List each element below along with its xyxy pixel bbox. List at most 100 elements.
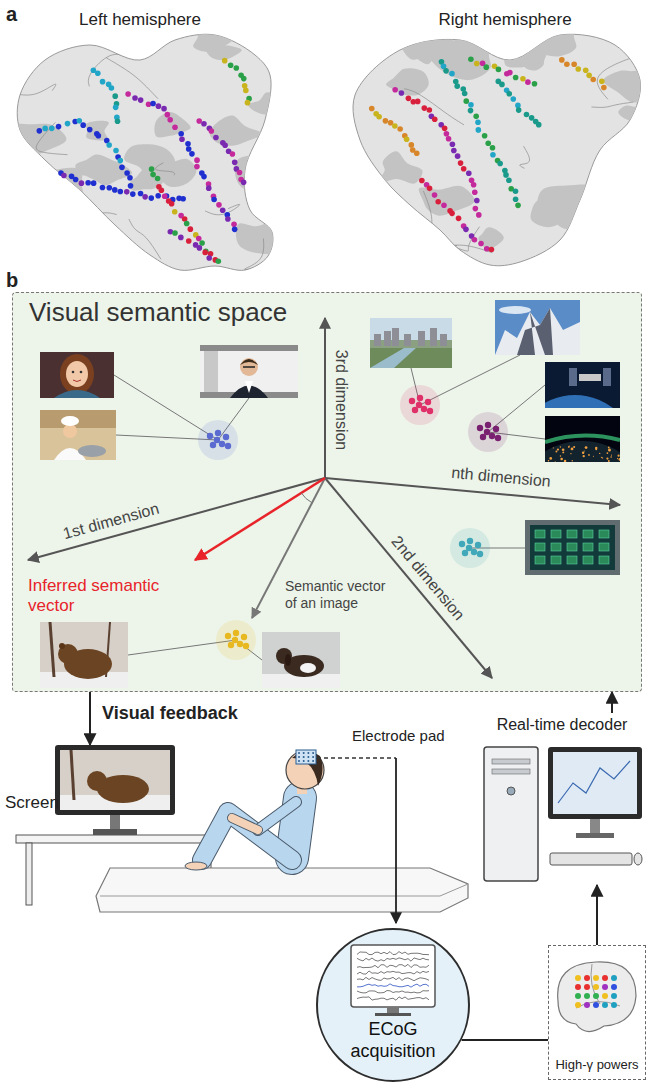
forearm (232, 818, 258, 830)
space-image (545, 362, 620, 408)
semantic-point (466, 545, 472, 551)
electrode-dot (241, 180, 247, 186)
city-image (370, 318, 452, 368)
city-light (606, 458, 608, 460)
image-content (54, 354, 100, 398)
semantic-point (477, 551, 483, 557)
bowl (78, 445, 106, 457)
electrode-dot (392, 87, 398, 93)
electrode-dot (243, 88, 249, 94)
electrode-dot (446, 136, 452, 142)
electrode-dot (474, 61, 480, 67)
sulcus-patch (83, 160, 132, 185)
image-background (40, 410, 116, 460)
electrode-dot (586, 73, 592, 79)
electrode-dot (109, 85, 115, 91)
semantic-point (485, 422, 491, 428)
city-light (611, 455, 612, 456)
table-top (16, 835, 221, 843)
electrode-dot (458, 160, 464, 166)
electrode-dot (117, 158, 123, 164)
semantic-point (225, 633, 231, 639)
semantic-point (210, 442, 216, 448)
electrode-dot (520, 76, 526, 82)
sleeve (258, 802, 296, 830)
electrode-dot (95, 70, 101, 76)
electrode-power (575, 993, 581, 999)
city-light (568, 446, 570, 448)
semantic-point (241, 634, 247, 640)
city-light (595, 447, 597, 449)
electrode-dot (112, 187, 118, 193)
electrode-power (593, 993, 599, 999)
electrode-dot (225, 216, 231, 222)
sulcus-patch (414, 31, 453, 64)
pad-leader (317, 757, 396, 759)
flow-arrow (89, 692, 91, 745)
electrode-dot (442, 126, 448, 132)
electrode-dot (419, 178, 425, 184)
electrode-dot (124, 170, 130, 176)
electrode-dot (463, 227, 469, 233)
electrode-dot (138, 191, 144, 197)
semantic-point (409, 398, 415, 404)
city-light (555, 461, 556, 462)
electrode-dot (188, 226, 194, 232)
bear-image (40, 622, 128, 688)
electrode-dot (478, 241, 484, 247)
electrode-dot (73, 177, 79, 183)
brain-sulcus (576, 1001, 620, 1008)
sulcus-patch (86, 121, 109, 141)
flow-arrow (462, 1039, 548, 1041)
sulcus-patch (544, 237, 592, 278)
semantic-space-panel: Visual semantic space (12, 292, 642, 692)
area-boundary (15, 84, 56, 95)
electrode-dot (150, 101, 156, 107)
electrode-dot (510, 96, 516, 102)
electrode-power (602, 1002, 608, 1008)
building (374, 334, 381, 346)
pillar (204, 351, 218, 392)
mouse (634, 853, 642, 865)
chip (551, 556, 561, 564)
brain-flatmap (351, 16, 651, 292)
electrode-dot (106, 185, 112, 191)
sulcus-patch (369, 233, 401, 253)
shirt (54, 390, 100, 398)
dog-body (284, 655, 324, 677)
flow-arrow (611, 692, 613, 713)
electrode-dot (138, 97, 144, 103)
screen-bear-head (87, 771, 107, 791)
building (404, 334, 411, 346)
electrode-dot (178, 131, 184, 137)
cortex-surface (353, 34, 641, 266)
area-boundary (36, 255, 79, 272)
electrode-dot (199, 240, 205, 246)
electrode-dot (201, 174, 207, 180)
city-light (560, 458, 563, 461)
night-earth-image (545, 416, 620, 462)
electrode-dot (515, 103, 521, 109)
city-light (588, 454, 590, 456)
axis-label: 3rd dimension (331, 350, 350, 451)
electrode-dot (466, 170, 472, 176)
city-light (617, 455, 619, 457)
pad-contact (312, 760, 314, 762)
electrode-dot (180, 196, 186, 202)
eye (72, 371, 75, 374)
patient-figure (185, 750, 324, 870)
image-background (370, 318, 452, 368)
decoder-computer-shape (478, 713, 646, 885)
pad-contact (307, 752, 309, 754)
area-boundary (404, 89, 464, 125)
electrode-dot (399, 90, 405, 96)
electrode-dot (230, 151, 236, 157)
area-boundary (129, 219, 161, 259)
pad-contact (307, 756, 309, 758)
electrode-power (602, 975, 608, 981)
flow-arrow (596, 885, 598, 945)
chip (535, 530, 545, 538)
electrode-dot (451, 148, 457, 154)
electrode-dot (186, 238, 192, 244)
